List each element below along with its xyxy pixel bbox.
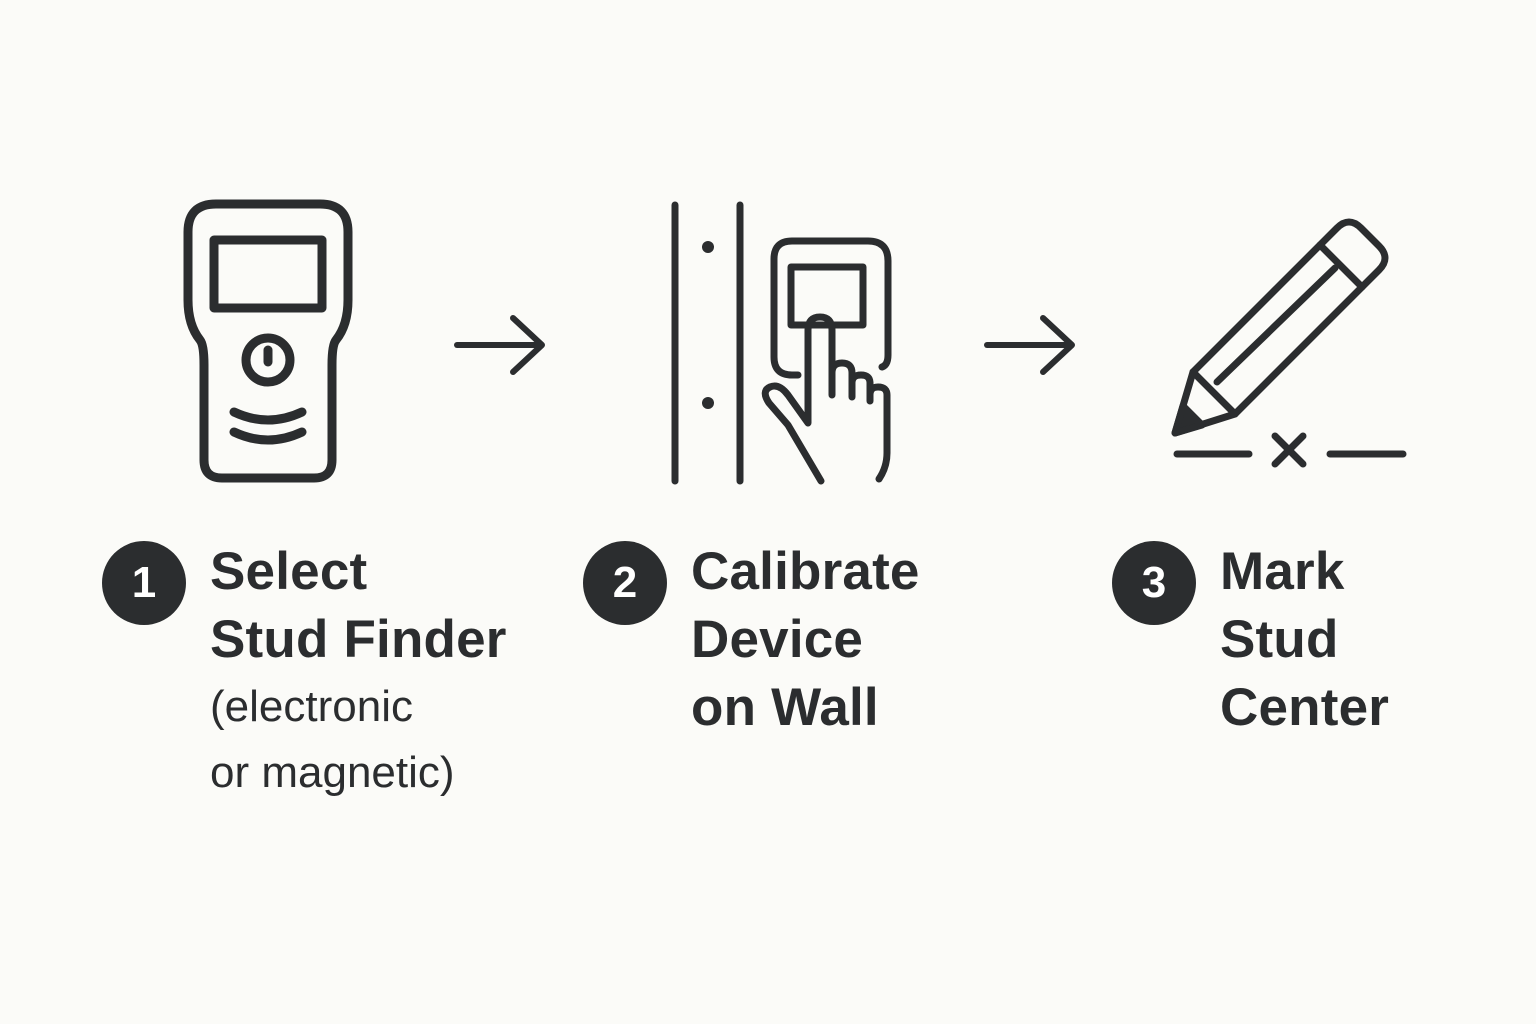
- step-2: 2 Calibrate Device on Wall: [583, 538, 920, 742]
- right-arrow-icon: [445, 312, 555, 382]
- step-title-line: Center: [1220, 678, 1390, 737]
- step-title-line: on Wall: [691, 678, 879, 737]
- step-title-line: Mark: [1220, 542, 1345, 601]
- step-label: Select Stud Finder (electronic or magnet…: [210, 538, 507, 806]
- step-title-line: Stud Finder: [210, 610, 507, 669]
- step-title-line: Device: [691, 610, 864, 669]
- step-subtitle-line: or magnetic): [210, 748, 455, 797]
- step-number-badge: 3: [1112, 541, 1196, 625]
- step-number-badge: 1: [102, 541, 186, 625]
- step-title-line: Stud: [1220, 610, 1339, 669]
- step-subtitle-line: (electronic: [210, 682, 413, 731]
- step-number-badge: 2: [583, 541, 667, 625]
- step-label: Calibrate Device on Wall: [691, 538, 920, 742]
- hand-pressing-device-on-wall-icon: [658, 195, 943, 490]
- pencil-marking-x-icon: [1165, 200, 1420, 480]
- step-title-line: Select: [210, 542, 368, 601]
- step-title-line: Calibrate: [691, 542, 920, 601]
- step-3: 3 Mark Stud Center: [1112, 538, 1389, 742]
- right-arrow-icon: [975, 312, 1085, 382]
- step-1: 1 Select Stud Finder (electronic or magn…: [102, 538, 507, 806]
- step-label: Mark Stud Center: [1220, 538, 1389, 742]
- stud-finder-device-icon: [170, 190, 370, 490]
